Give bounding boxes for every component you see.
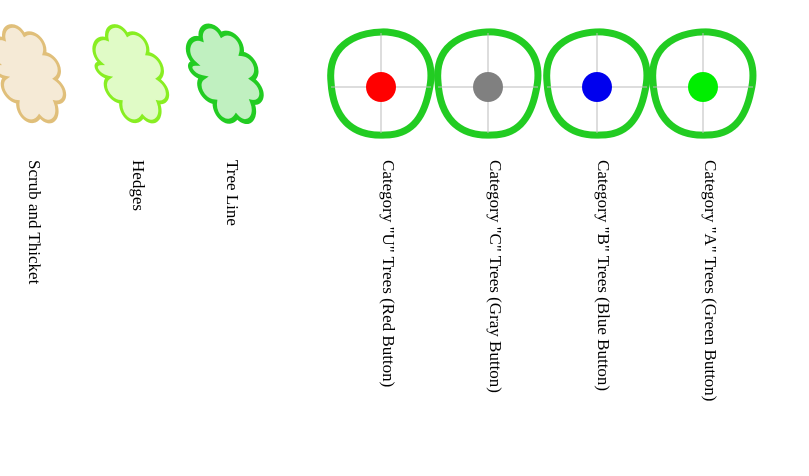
legend-label-scrub: Scrub and Thicket bbox=[25, 160, 44, 285]
legend-label-category-a: Category "A" Trees (Green Button) bbox=[701, 160, 720, 401]
legend-item-category-b: Category "B" Trees (Blue Button) bbox=[543, 28, 651, 391]
legend-label-hedges: Hedges bbox=[129, 160, 148, 211]
tree-category-b-icon bbox=[543, 28, 651, 139]
legend-label-category-b: Category "B" Trees (Blue Button) bbox=[594, 160, 613, 391]
legend-item-category-c: Category "C" Trees (Gray Button) bbox=[434, 28, 542, 393]
scrub-swatch-icon bbox=[0, 13, 85, 136]
legend-label-category-u: Category "U" Trees (Red Button) bbox=[379, 160, 398, 387]
tree-category-c-icon bbox=[434, 28, 542, 139]
legend-item-category-a: Category "A" Trees (Green Button) bbox=[649, 28, 757, 401]
legend-label-treeline: Tree Line bbox=[223, 160, 242, 226]
legend-item-treeline: Tree Line bbox=[172, 16, 280, 226]
legend-label-category-c: Category "C" Trees (Gray Button) bbox=[486, 160, 505, 393]
legend-item-hedges: Hedges bbox=[76, 13, 188, 211]
tree-category-a-icon bbox=[649, 28, 757, 139]
legend-item-category-u: Category "U" Trees (Red Button) bbox=[327, 28, 435, 387]
tree-line-swatch-icon bbox=[172, 16, 280, 134]
tree-category-u-icon bbox=[327, 28, 435, 139]
legend-item-scrub: Scrub and Thicket bbox=[0, 13, 85, 285]
hedge-swatch-icon bbox=[76, 13, 188, 136]
